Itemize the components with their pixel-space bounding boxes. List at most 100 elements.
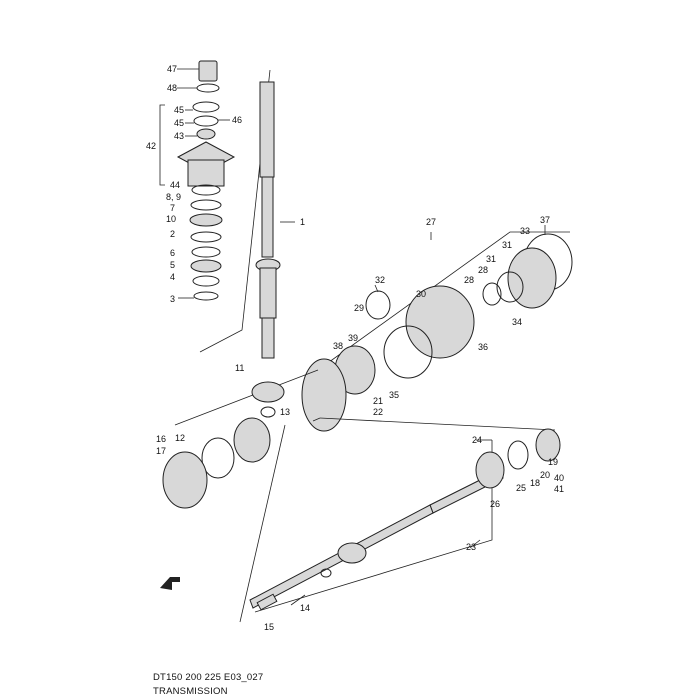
- leader-lines: [177, 68, 546, 606]
- callout-7: 7: [170, 203, 175, 213]
- callout-36: 36: [478, 342, 488, 352]
- part-6-ring: [191, 246, 221, 258]
- fwd-arrow-label: FWD: [172, 582, 184, 588]
- propeller-shaft-group: [249, 417, 561, 613]
- callout-8-9: 8, 9: [166, 192, 181, 202]
- callout-labels: 47 48 45 45 46 43 42 44 8, 9 7 10 2 6 5 …: [146, 64, 564, 632]
- part-33-gear: [507, 247, 557, 309]
- part-30-clutch: [405, 285, 475, 359]
- callout-45-second: 45: [174, 118, 184, 128]
- callout-12: 12: [175, 433, 185, 443]
- callout-30: 30: [416, 289, 426, 299]
- callout-46: 46: [232, 115, 242, 125]
- part-12-gear: [233, 417, 271, 463]
- callout-14: 14: [300, 603, 310, 613]
- group-frame-lower: [239, 424, 286, 623]
- fwd-arrow: FWD: [160, 577, 184, 590]
- callout-45: 45: [174, 105, 184, 115]
- pinion-group: [162, 369, 319, 623]
- part-7-bearing: [189, 213, 223, 227]
- callout-34: 34: [512, 317, 522, 327]
- callout-42: 42: [146, 141, 156, 151]
- callout-35: 35: [389, 390, 399, 400]
- part-21-gear: [301, 358, 347, 432]
- part-11-pinion: [251, 381, 285, 403]
- part-1-splines: [259, 267, 277, 319]
- callout-27: 27: [426, 217, 436, 227]
- callout-5: 5: [170, 260, 175, 270]
- part-19-20-bearing: [535, 428, 561, 462]
- callout-44: 44: [170, 180, 180, 190]
- callout-28: 28: [478, 265, 488, 275]
- part-35-ring: [383, 325, 433, 379]
- callout-33: 33: [520, 226, 530, 236]
- group-27-frame: [317, 231, 570, 371]
- part-2-ring: [190, 231, 222, 243]
- callout-22: 22: [373, 407, 383, 417]
- callout-31: 31: [502, 240, 512, 250]
- part-15-pin: [256, 593, 278, 611]
- part-14-pin: [320, 568, 332, 578]
- callout-15: 15: [264, 622, 274, 632]
- callout-39: 39: [348, 333, 358, 343]
- callout-3: 3: [170, 294, 175, 304]
- callout-47: 47: [167, 64, 177, 74]
- part-13-nut: [260, 406, 276, 418]
- callout-4: 4: [170, 272, 175, 282]
- part-47-cap: [198, 60, 218, 82]
- callout-31-second: 31: [486, 254, 496, 264]
- part-32-clip: [365, 290, 391, 320]
- diagram-code: DT150 200 225 E03_027: [153, 672, 264, 683]
- part-12-ring: [201, 437, 235, 479]
- part-1-shaft-upper: [259, 81, 275, 178]
- part-48-clip: [196, 83, 220, 93]
- callout-24: 24: [472, 435, 482, 445]
- part-8-9-ring: [190, 199, 222, 211]
- callout-13: 13: [280, 407, 290, 417]
- part-4-washer: [192, 275, 220, 287]
- callout-40: 40: [554, 473, 564, 483]
- callout-18: 18: [530, 478, 540, 488]
- callout-28-second: 28: [464, 275, 474, 285]
- callout-21: 21: [373, 396, 383, 406]
- shaft-frame-top: [319, 417, 556, 431]
- part-3-plate: [193, 291, 219, 301]
- callout-48: 48: [167, 83, 177, 93]
- callout-1: 1: [300, 217, 305, 227]
- callout-26: 26: [490, 499, 500, 509]
- part-42-housing-body: [187, 159, 225, 187]
- part-45-washer-2: [193, 115, 219, 127]
- callout-23: 23: [466, 542, 476, 552]
- callout-16: 16: [156, 434, 166, 444]
- bracket-42: [159, 104, 165, 186]
- part-28-ring: [482, 282, 502, 306]
- diagram-title: TRANSMISSION: [153, 686, 228, 697]
- group-frame-upper: [174, 369, 319, 426]
- part-43-bushing: [196, 128, 216, 140]
- callout-43: 43: [174, 131, 184, 141]
- callout-37: 37: [540, 215, 550, 225]
- callout-41: 41: [554, 484, 564, 494]
- callout-38: 38: [333, 341, 343, 351]
- part-1-shaft-lower: [261, 317, 275, 359]
- clutch-group: [301, 231, 573, 432]
- part-16-17-bearing: [162, 451, 208, 509]
- callout-29: 29: [354, 303, 364, 313]
- callout-25: 25: [516, 483, 526, 493]
- drive-shaft-group: [199, 69, 281, 359]
- fwd-arrow-icon: [160, 577, 180, 590]
- part-26-dog: [475, 451, 505, 489]
- part-23-splines: [337, 542, 367, 564]
- callout-11: 11: [235, 363, 244, 373]
- callout-32: 32: [375, 275, 385, 285]
- part-45-washer: [192, 101, 220, 113]
- part-31-ring: [496, 271, 524, 303]
- callout-10: 10: [166, 214, 176, 224]
- part-44-ring: [191, 184, 221, 196]
- shift-stack-group: [159, 60, 236, 301]
- part-1-shaft-mid: [261, 176, 274, 258]
- part-25-ring: [507, 440, 529, 470]
- callout-19: 19: [548, 457, 558, 467]
- callout-17: 17: [156, 446, 166, 456]
